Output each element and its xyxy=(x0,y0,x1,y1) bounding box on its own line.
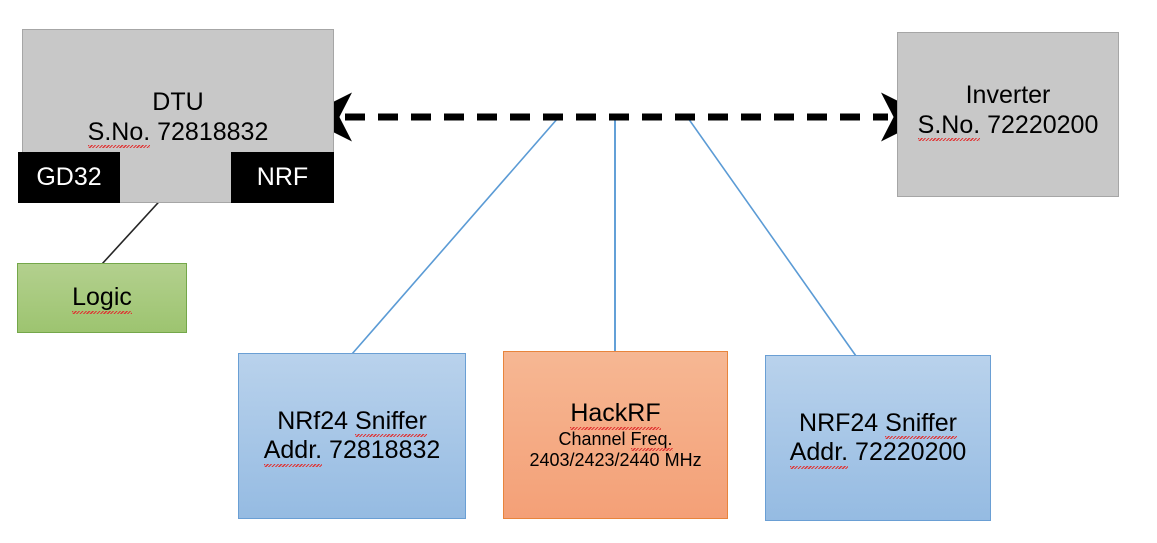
dtu-serial: S.No. 72818832 xyxy=(87,117,269,148)
dtu-serial-prefix: S.No. xyxy=(87,117,151,148)
nrf24-left-addr: Addr. 72818832 xyxy=(263,436,441,466)
nrf24-right-title: NRF24 Sniffer xyxy=(799,408,957,439)
nrf24-right-addr-prefix: Addr. xyxy=(789,438,849,468)
dtu-title: DTU xyxy=(152,88,204,116)
inverter-serial-prefix: S.No. xyxy=(917,110,981,141)
hackrf-title: HackRF xyxy=(570,399,661,430)
node-hackrf[interactable]: HackRF Channel Freq. 2403/2423/2440 MHz xyxy=(503,351,728,519)
inverter-serial: S.No. 72220200 xyxy=(917,110,1099,141)
hackrf-title-text: HackRF xyxy=(570,399,661,430)
nrf24-left-title-sniffer: Sniffer xyxy=(355,406,427,437)
nrf24-right-title-sniffer: Sniffer xyxy=(885,408,957,439)
nrf24-right-addr-value: 72220200 xyxy=(855,438,967,466)
hackrf-frequencies: 2403/2423/2440 MHz xyxy=(529,449,702,470)
node-nrf[interactable]: NRF xyxy=(231,152,334,203)
node-gd32[interactable]: GD32 xyxy=(18,152,120,203)
nrf-label: NRF xyxy=(256,162,309,191)
node-logic-analyzer[interactable]: Logic xyxy=(17,263,187,333)
hackrf-channel-label: Channel Freq. xyxy=(558,428,673,451)
hackrf-freq-word: Freq. xyxy=(630,428,673,451)
inverter-serial-value: 72220200 xyxy=(987,110,1099,139)
nrf24-right-addr: Addr. 72220200 xyxy=(789,438,967,468)
nrf24-left-title: NRf24 Sniffer xyxy=(277,406,427,437)
gd32-label: GD32 xyxy=(36,162,102,191)
nrf24-left-addr-value: 72818832 xyxy=(329,436,441,464)
nrf24-left-addr-prefix: Addr. xyxy=(263,436,323,466)
node-inverter[interactable]: Inverter S.No. 72220200 xyxy=(897,32,1119,197)
logic-label: Logic xyxy=(72,283,132,314)
connector-nrf24-left-tap xyxy=(351,117,559,355)
connector-nrf24-right-tap xyxy=(687,117,857,357)
node-nrf24-sniffer-left[interactable]: NRf24 Sniffer Addr. 72818832 xyxy=(238,353,466,519)
inverter-title: Inverter xyxy=(965,81,1051,109)
node-nrf24-sniffer-right[interactable]: NRF24 Sniffer Addr. 72220200 xyxy=(765,355,991,521)
dtu-serial-value: 72818832 xyxy=(157,117,269,146)
